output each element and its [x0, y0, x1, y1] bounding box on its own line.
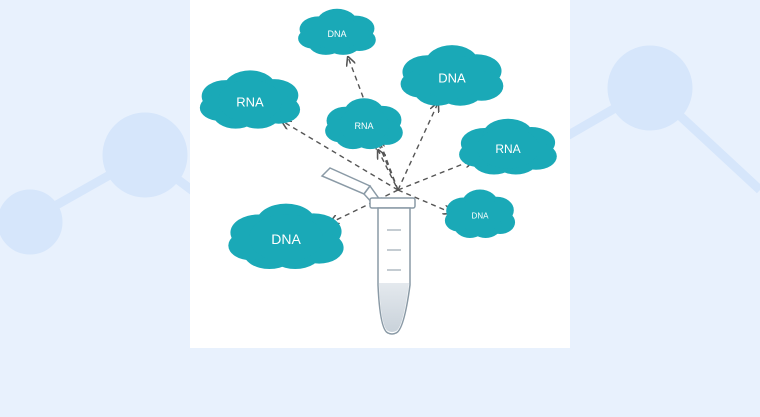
- dna-rna-contamination-diagram: DNA DNA RNA RNA RNA DNA DNA: [199, 8, 557, 335]
- arrow-to-dna-top: [348, 57, 399, 191]
- arrow-to-dna-small-right: [397, 189, 452, 213]
- arrow-to-dna-upper-right: [397, 103, 438, 191]
- cloud-dna: DNA: [298, 8, 376, 55]
- cloud-rna: RNA: [199, 70, 301, 129]
- cloud-rna: RNA: [459, 118, 557, 175]
- cloud-rna: RNA: [325, 98, 403, 150]
- tube-liquid: [379, 283, 409, 332]
- cloud-dna: DNA: [444, 189, 516, 238]
- arrow-to-rna-right: [397, 160, 473, 191]
- arrow-to-rna-left: [282, 121, 399, 191]
- cloud-label: DNA: [472, 212, 490, 221]
- cloud-dna: DNA: [228, 203, 344, 270]
- tube-rim: [369, 197, 416, 209]
- cloud-label: RNA: [236, 95, 264, 110]
- cloud-dna: DNA: [400, 45, 504, 106]
- cloud-label: DNA: [438, 71, 466, 86]
- arrow-to-dna-left: [330, 189, 399, 223]
- cloud-label: RNA: [354, 121, 373, 131]
- cloud-label: RNA: [495, 142, 520, 156]
- diagram-card: DNA DNA RNA RNA RNA DNA DNA: [190, 0, 570, 348]
- dispersal-arrows: [282, 57, 473, 223]
- cloud-group: DNA DNA RNA RNA RNA DNA DNA: [199, 8, 557, 270]
- decor-node: [102, 112, 188, 198]
- arrow-extra: [378, 150, 397, 187]
- decor-node: [607, 45, 693, 131]
- microcentrifuge-tube: [320, 167, 416, 335]
- cloud-label: DNA: [271, 231, 301, 247]
- decor-node: [0, 189, 63, 255]
- cloud-label: DNA: [327, 29, 346, 39]
